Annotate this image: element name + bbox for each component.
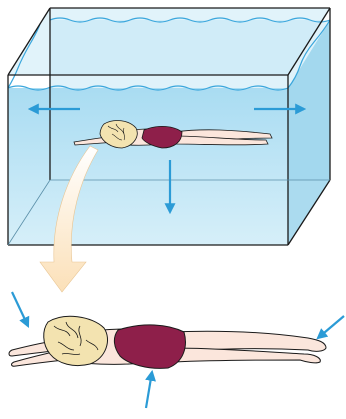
arrow-icon xyxy=(146,372,152,408)
water-tank-icon xyxy=(8,8,330,245)
swimmer-icon xyxy=(9,316,326,368)
arrow-icon xyxy=(12,292,28,326)
arrow-icon xyxy=(318,316,344,338)
